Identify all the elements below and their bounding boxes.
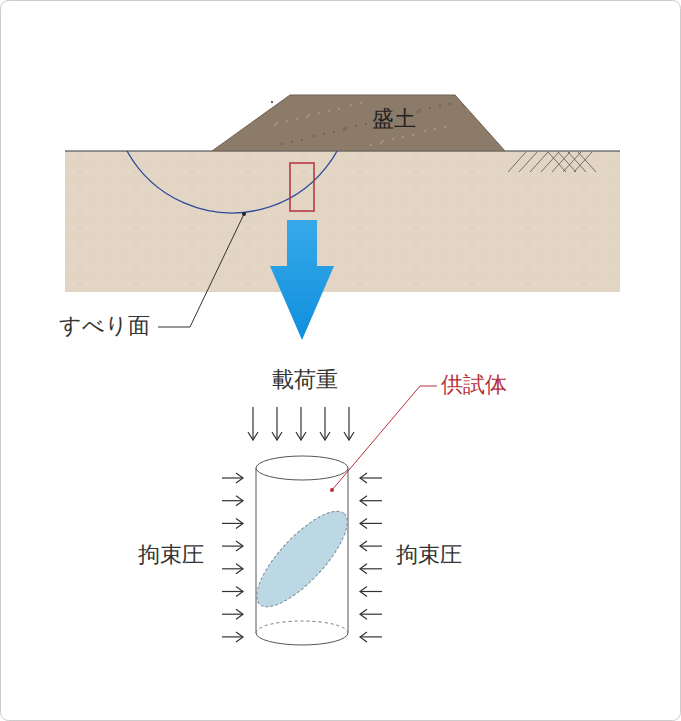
specimen-leader — [332, 386, 437, 490]
specimen-dot — [330, 488, 334, 492]
ground — [65, 151, 620, 292]
embankment-label: 盛土 — [372, 106, 416, 132]
ground-hatching — [508, 152, 596, 172]
confining-arrows — [222, 473, 382, 642]
slip-surface-label: すべり面 — [59, 313, 150, 339]
specimen-label: 供試体 — [441, 372, 507, 398]
leader-line — [158, 214, 244, 327]
confining-pressure-label: 拘束圧 — [396, 542, 462, 568]
slip-surface — [127, 95, 352, 213]
embankment: 盛土 — [212, 94, 505, 151]
load-label: 載荷重 — [272, 367, 338, 393]
sample-location — [290, 163, 314, 211]
embankment-shape — [212, 94, 505, 151]
specimen-cylinder — [244, 456, 361, 645]
ground-texture — [65, 151, 620, 292]
confining-pressure-label: 拘束圧 — [138, 542, 204, 568]
down-arrow — [270, 220, 334, 340]
load-arrows — [248, 407, 354, 440]
